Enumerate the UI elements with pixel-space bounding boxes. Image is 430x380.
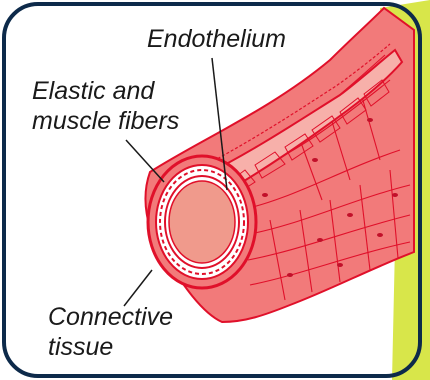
label-connective-tissue: Connective tissue xyxy=(48,302,173,362)
label-connective-line2: tissue xyxy=(48,332,173,362)
label-connective-line1: Connective xyxy=(48,302,173,332)
label-elastic-muscle-fibers: Elastic and muscle fibers xyxy=(32,76,179,136)
label-elastic-line2: muscle fibers xyxy=(32,106,179,136)
leader-connective xyxy=(124,270,152,306)
label-endothelium: Endothelium xyxy=(147,24,286,54)
label-elastic-line1: Elastic and xyxy=(32,76,179,106)
leader-elastic xyxy=(126,140,164,182)
label-endothelium-text: Endothelium xyxy=(147,25,286,53)
lumen xyxy=(169,181,235,263)
